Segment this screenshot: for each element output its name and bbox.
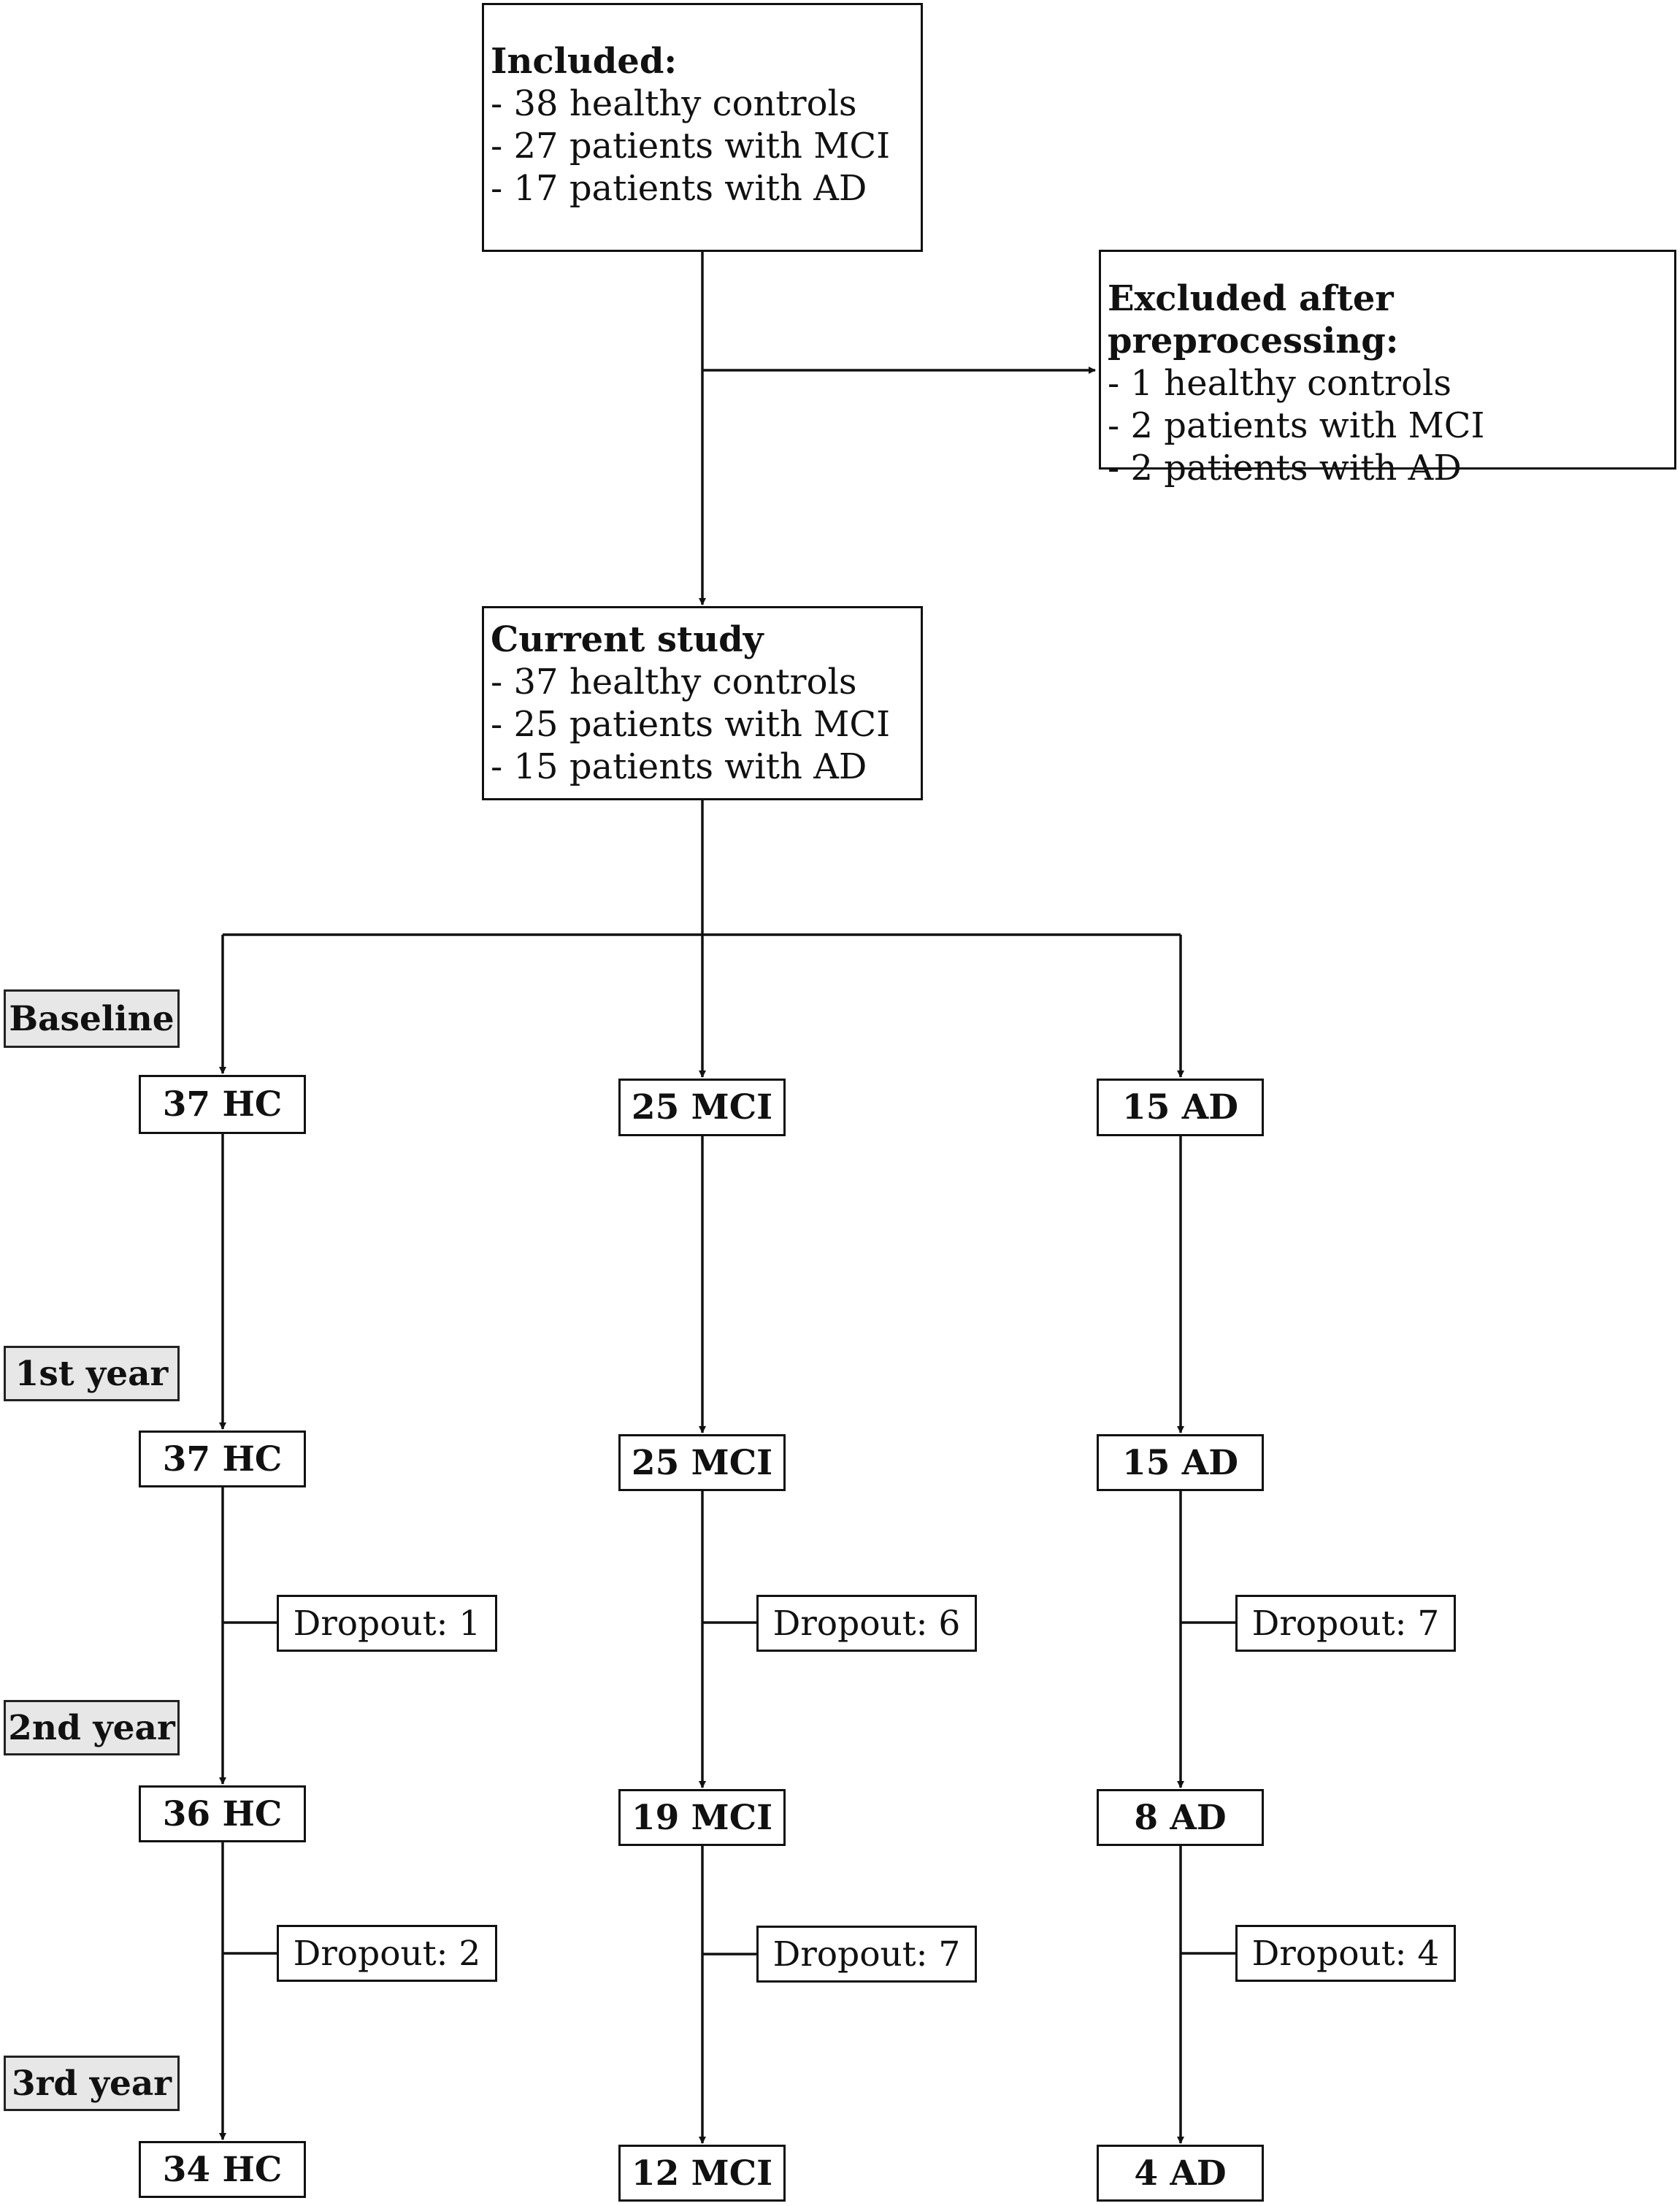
excluded-box: Excluded after preprocessing: - 1 health… — [1099, 250, 1676, 489]
node-mci-1st-year: 25 MCI — [618, 1434, 786, 1491]
excluded-item-mci: - 2 patients with MCI — [1108, 405, 1485, 446]
dropout-ad-2nd-3rd: Dropout: 4 — [1235, 1925, 1456, 1982]
node-ad-1st-year: 15 AD — [1097, 1434, 1264, 1491]
current-study-item-hc: - 37 healthy controls — [491, 662, 857, 702]
dropout-ad-1st-2nd: Dropout: 7 — [1235, 1595, 1456, 1652]
dropout-mci-2nd-3rd: Dropout: 7 — [756, 1926, 977, 1983]
included-item-ad: - 17 patients with AD — [491, 168, 867, 209]
node-hc-2nd-year: 36 HC — [139, 1785, 306, 1842]
node-hc-baseline: 37 HC — [139, 1075, 306, 1134]
current-study-item-mci: - 25 patients with MCI — [491, 704, 891, 745]
excluded-heading: Excluded after preprocessing: — [1108, 278, 1399, 361]
time-label-1st-year: 1st year — [4, 1346, 180, 1401]
node-ad-3rd-year: 4 AD — [1097, 2145, 1264, 2202]
current-study-box: Current study - 37 healthy controls - 25… — [482, 606, 923, 800]
excluded-item-ad: - 2 patients with AD — [1108, 448, 1462, 489]
current-study-item-ad: - 15 patients with AD — [491, 746, 867, 787]
dropout-hc-2nd-3rd: Dropout: 2 — [277, 1925, 497, 1982]
node-mci-2nd-year: 19 MCI — [618, 1789, 786, 1846]
node-hc-3rd-year: 34 HC — [139, 2141, 306, 2198]
current-study-heading: Current study — [491, 619, 764, 660]
node-hc-1st-year: 37 HC — [139, 1431, 306, 1487]
included-item-mci: - 27 patients with MCI — [491, 126, 891, 166]
included-box: Included: - 38 healthy controls - 27 pat… — [482, 3, 923, 252]
node-mci-baseline: 25 MCI — [618, 1079, 786, 1136]
dropout-hc-1st-2nd: Dropout: 1 — [277, 1595, 497, 1652]
included-heading: Included: — [491, 41, 678, 82]
dropout-mci-1st-2nd: Dropout: 6 — [756, 1595, 977, 1652]
included-item-hc: - 38 healthy controls — [491, 83, 857, 124]
time-label-3rd-year: 3rd year — [4, 2056, 180, 2111]
time-label-2nd-year: 2nd year — [4, 1700, 180, 1755]
time-label-baseline: Baseline — [4, 989, 180, 1048]
node-ad-baseline: 15 AD — [1097, 1079, 1264, 1136]
node-mci-3rd-year: 12 MCI — [618, 2145, 786, 2202]
node-ad-2nd-year: 8 AD — [1097, 1789, 1264, 1846]
excluded-item-hc: - 1 healthy controls — [1108, 363, 1451, 404]
